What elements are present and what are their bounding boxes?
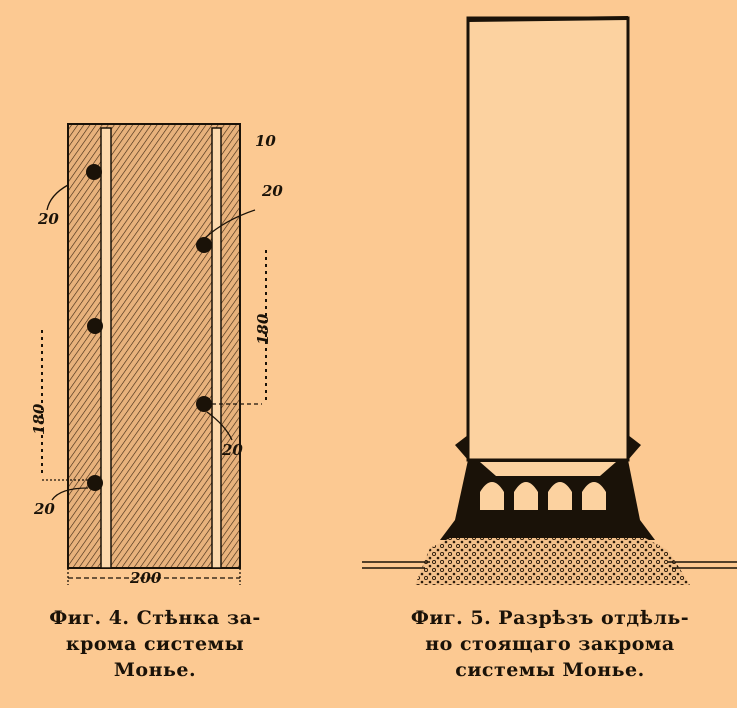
dim-right-upper: 20 <box>261 182 283 200</box>
leader-lines <box>41 184 267 585</box>
figure-4-wall-section: 10 20 20 180 180 20 20 200 <box>30 123 283 587</box>
right-reinforcement-gap <box>211 127 222 569</box>
caption-line: Фиг. 5. Разрѣзъ отдѣль- <box>410 607 690 629</box>
dim-left-spacing: 180 <box>30 403 48 435</box>
dim-right-lower: 20 <box>221 441 243 459</box>
caption-line: Фиг. 4. Стѣнка за- <box>49 607 261 629</box>
dim-left-upper: 20 <box>37 210 59 228</box>
dim-width: 200 <box>129 569 162 587</box>
figure-5-caption: Фиг. 5. Разрѣзъ отдѣль- но стоящаго закр… <box>380 605 720 683</box>
left-reinforcement-gap <box>100 127 112 569</box>
figure-5-bin-section <box>362 16 737 585</box>
caption-line: крома системы <box>65 633 245 655</box>
dim-right-spacing: 180 <box>254 313 272 345</box>
ground-line <box>362 561 737 569</box>
bar-section <box>86 164 102 180</box>
bar-section <box>87 318 103 334</box>
bar-section <box>87 475 103 491</box>
bar-section <box>196 237 212 253</box>
figure-4-caption: Фиг. 4. Стѣнка за- крома системы Монье. <box>20 605 290 683</box>
bar-section <box>196 396 212 412</box>
dim-top-right: 10 <box>255 132 276 150</box>
gravel-foundation <box>415 538 690 585</box>
reinforcement-bars <box>86 164 212 491</box>
caption-line: Монье. <box>113 659 197 681</box>
caption-line: системы Монье. <box>455 659 645 681</box>
arches <box>480 482 606 510</box>
dim-left-lower: 20 <box>33 500 55 518</box>
caption-line: но стоящаго закрома <box>425 633 675 655</box>
